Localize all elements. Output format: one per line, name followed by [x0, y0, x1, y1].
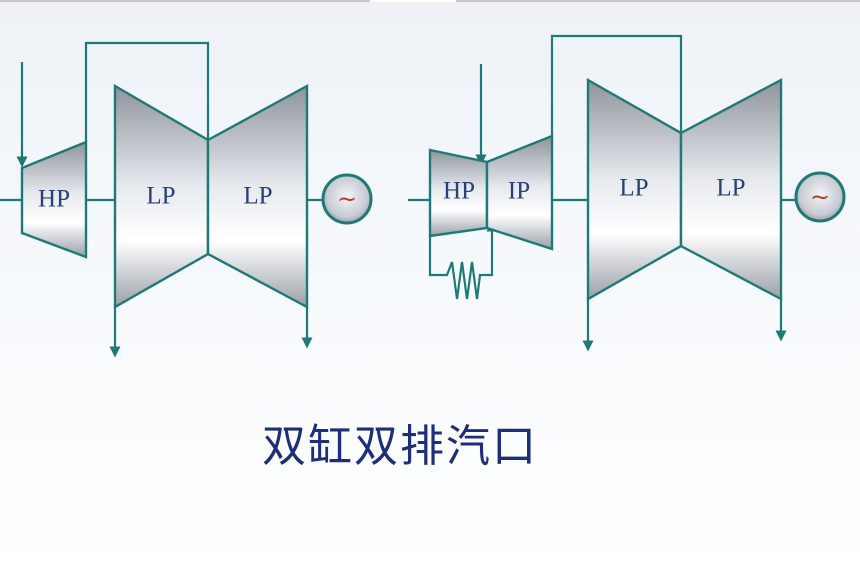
right-reheater-loop — [428, 220, 498, 300]
diagram-caption: 双缸双排汽口 — [262, 421, 538, 472]
left-turbine-unit: HP LP LP ~ — [0, 41, 373, 358]
right-generator: ~ — [794, 171, 846, 223]
right-crossover-pipe — [550, 34, 683, 140]
right-generator-symbol: ~ — [810, 183, 830, 211]
right-hp-label: HP — [443, 178, 475, 205]
right-ip-section — [485, 134, 554, 251]
left-lp1-label: LP — [146, 183, 175, 210]
right-lp1-label: LP — [619, 175, 648, 202]
top-border-highlight — [370, 0, 456, 2]
left-hp-section — [20, 140, 88, 259]
left-lp2-label: LP — [243, 183, 272, 210]
left-generator-symbol: ~ — [337, 185, 357, 213]
left-crossover-pipe — [84, 41, 210, 143]
right-turbine-unit: HP IP LP LP ~ — [408, 34, 846, 352]
left-generator: ~ — [321, 173, 373, 225]
left-hp-label: HP — [38, 186, 70, 213]
right-ip-label: IP — [508, 178, 530, 205]
right-lp2-label: LP — [716, 175, 745, 202]
